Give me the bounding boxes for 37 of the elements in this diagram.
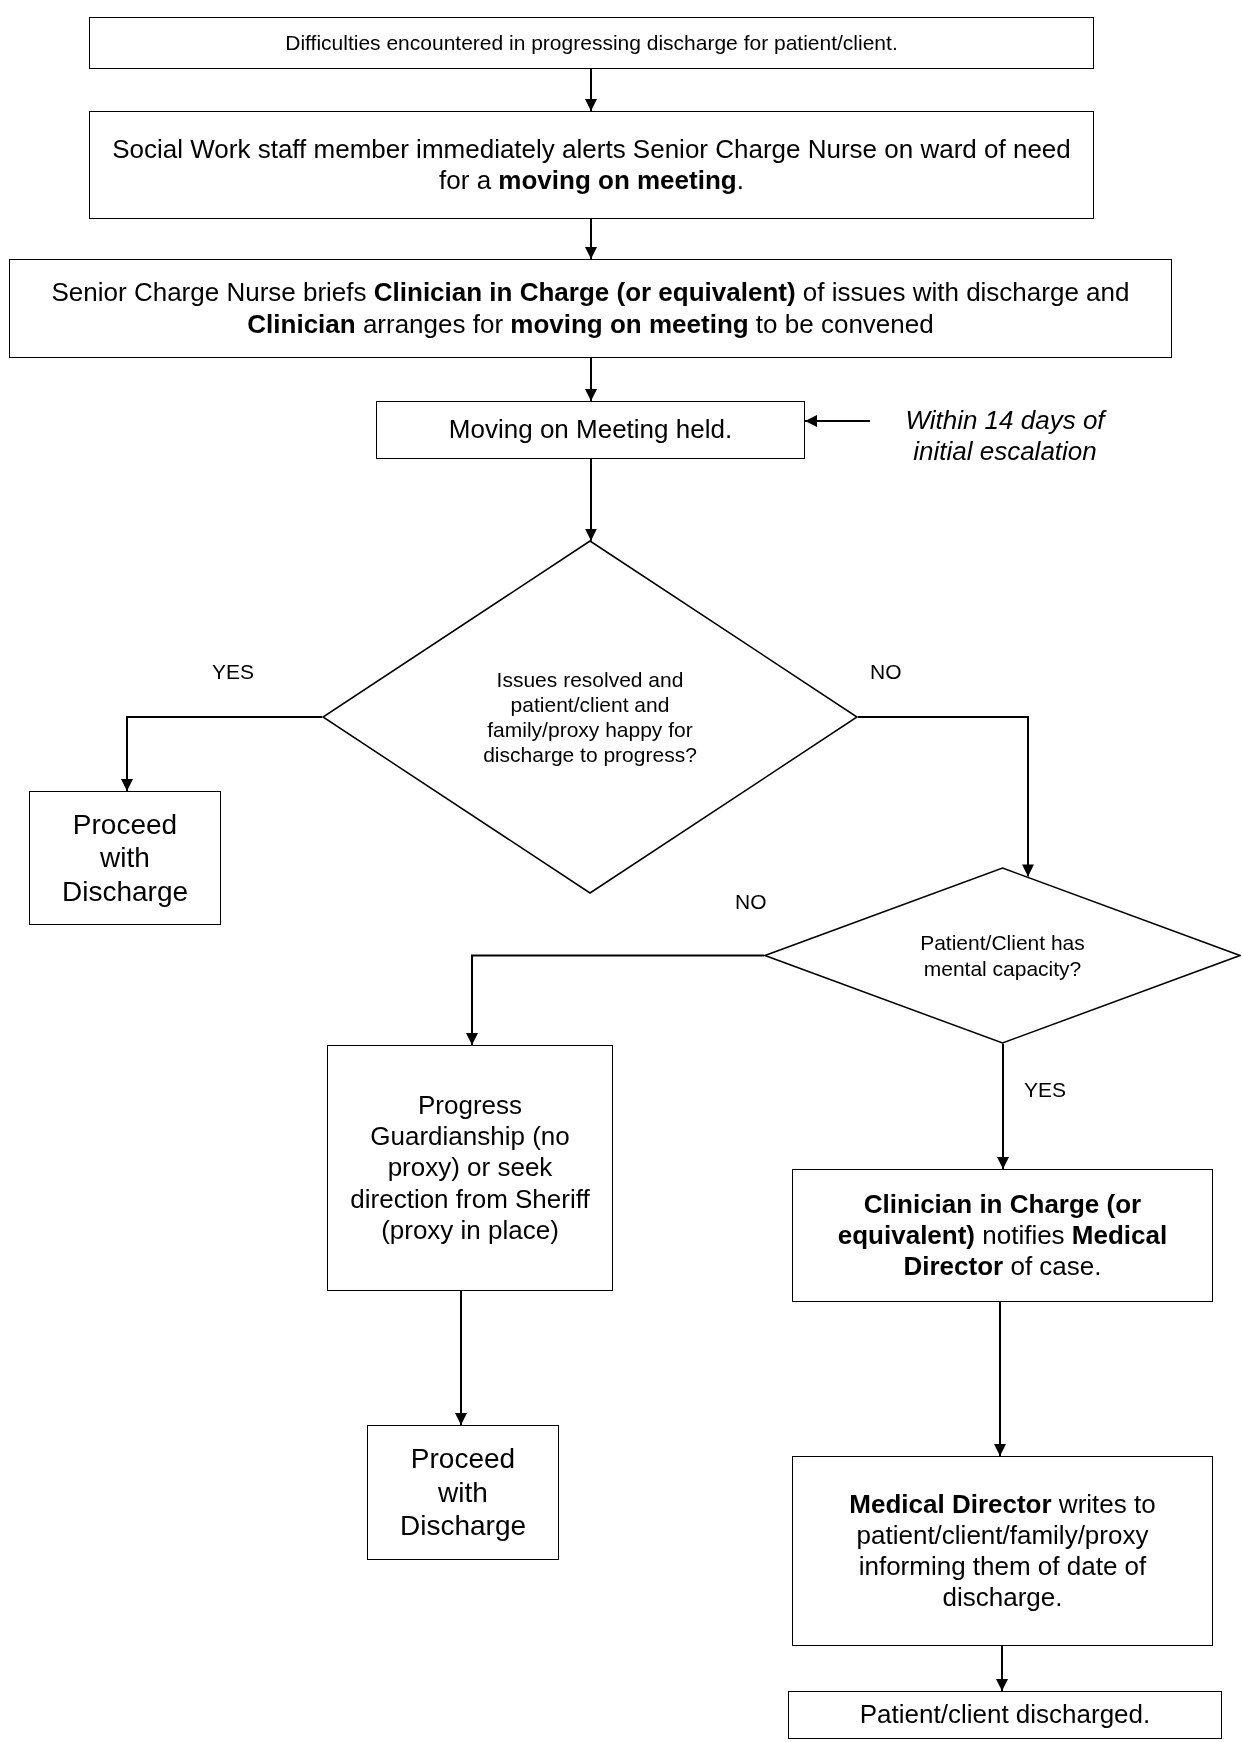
decision-diamond	[764, 867, 1241, 1044]
process-box	[788, 1691, 1222, 1739]
node-text: Proceed with Discharge	[60, 807, 190, 909]
node-text: Social Work staff member immediately alerts Senior Charge Nurse on ward of need for a moving on meeting.	[111, 133, 1072, 197]
arrow	[455, 1290, 467, 1426]
node-text: Moving on Meeting held.	[448, 414, 733, 446]
process-box	[29, 791, 221, 925]
node-text: Progress Guardianship (no proxy) or seek direction from Sheriff (proxy in place)	[350, 1090, 590, 1246]
arrow	[585, 357, 597, 402]
process-box	[327, 1045, 613, 1291]
decision-diamond	[322, 540, 858, 894]
arrow	[804, 415, 871, 427]
arrow	[994, 1301, 1006, 1457]
node-text: Medical Director writes to patient/client/family/proxy informing them of date of discharge.	[848, 1488, 1157, 1614]
arrow	[585, 218, 597, 260]
node-text: Senior Charge Nurse briefs Clinician in Charge (or equivalent) of issues with discharge and Clinician arranges for moving on meeting to be convened	[50, 277, 1131, 340]
arrow	[857, 716, 1034, 878]
arrow	[997, 1042, 1009, 1170]
process-box	[367, 1425, 559, 1560]
process-box	[376, 401, 805, 459]
process-box	[792, 1456, 1213, 1646]
node-text: Patient/Client has mental capacity?	[919, 930, 1086, 981]
process-box	[89, 111, 1094, 219]
arrow	[585, 68, 597, 112]
process-box	[9, 259, 1172, 358]
arrow	[585, 458, 597, 542]
note-text: Within 14 days of initial escalation	[904, 404, 1108, 468]
node-text: Clinician in Charge (or equivalent) notifies Medical Director of case.	[836, 1188, 1169, 1283]
node-text: Issues resolved and patient/client and family/proxy happy for discharge to progress?	[482, 666, 698, 768]
arrow	[466, 954, 765, 1046]
arrow	[121, 716, 323, 792]
arrow	[996, 1645, 1008, 1692]
process-box	[792, 1169, 1213, 1302]
node-text: Proceed with Discharge	[398, 1442, 528, 1543]
process-box	[89, 17, 1094, 69]
node-text: Patient/client discharged.	[859, 1699, 1151, 1731]
node-text: Difficulties encountered in progressing discharge for patient/client.	[285, 30, 898, 56]
